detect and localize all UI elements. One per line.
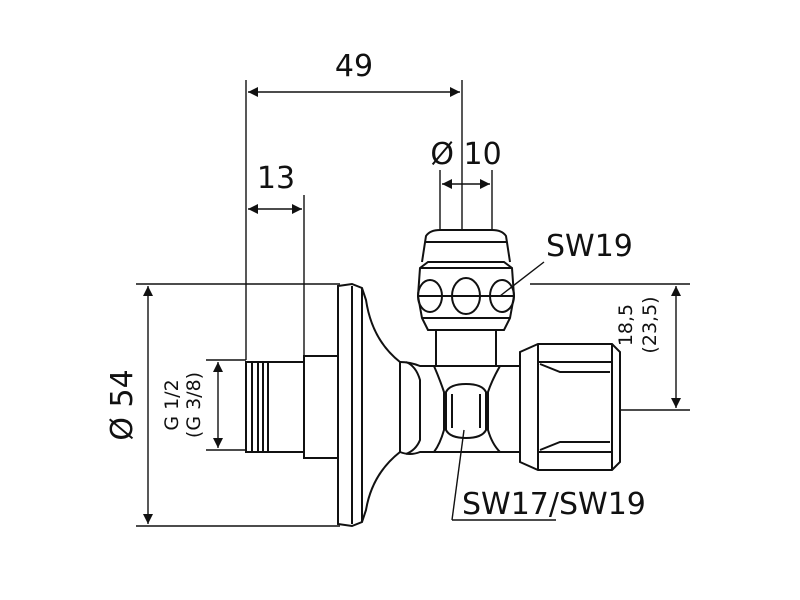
dimension-diameter-54: Ø 54: [105, 369, 140, 440]
outlet-nut: [519, 343, 621, 471]
extension-lines: [136, 80, 690, 527]
callout-sw17-sw19: SW17/SW19: [462, 487, 646, 522]
thread-size-label: G 1/2: [161, 379, 183, 430]
callout-sw19-top: SW19: [546, 229, 633, 264]
dimension-13: 13: [257, 161, 295, 196]
rosette-flange: [337, 282, 401, 528]
threaded-inlet: [245, 355, 339, 459]
thread-size-alt-label: (G 3/8): [183, 372, 205, 438]
outlet-offset-alt-label: (23,5): [639, 296, 661, 353]
valve-body: [399, 361, 521, 455]
stem-and-handle: [416, 229, 516, 366]
dimension-49: 49: [335, 49, 373, 84]
outlet-offset-label: 18,5: [615, 304, 637, 346]
dimension-lines: [143, 87, 681, 524]
leader-lines: [451, 261, 556, 521]
dimension-diameter-10: Ø 10: [430, 137, 501, 172]
